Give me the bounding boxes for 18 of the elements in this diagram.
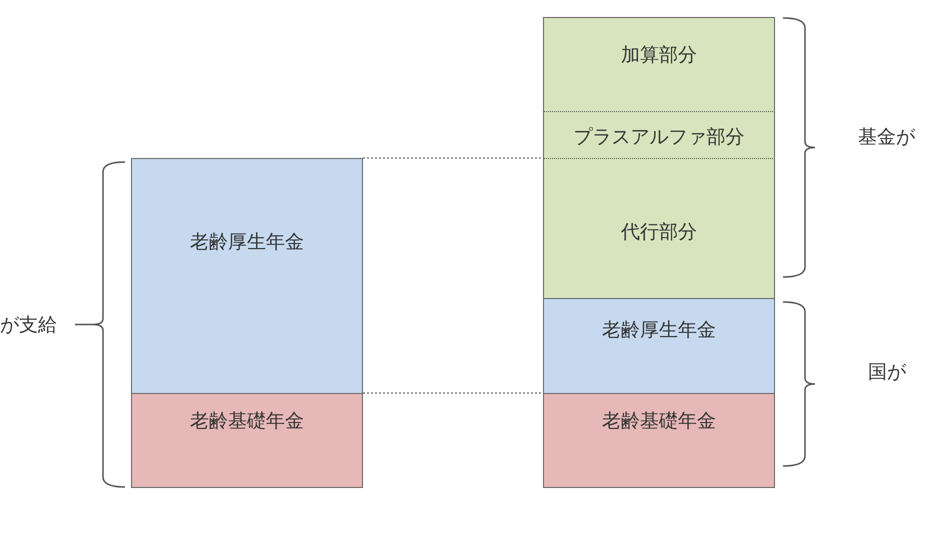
segment-label: 老齢基礎年金	[601, 409, 717, 434]
brace-label: が支給	[0, 313, 57, 338]
bar-segment	[543, 298, 775, 394]
bar-segment	[543, 393, 775, 488]
bar-segment	[543, 17, 775, 112]
bar-segment	[131, 393, 363, 488]
segment-label: 老齢基礎年金	[189, 409, 305, 434]
brace-label: 基金が	[858, 125, 915, 150]
bar-segment	[543, 158, 775, 299]
dotted-connector	[362, 392, 544, 394]
segment-label: 老齢厚生年金	[189, 230, 305, 255]
segment-label: プラスアルファ部分	[572, 125, 746, 150]
segment-label: 加算部分	[620, 43, 698, 68]
brace-label: 国が	[868, 360, 906, 385]
segment-label: 代行部分	[620, 220, 698, 245]
segment-label: 老齢厚生年金	[601, 318, 717, 343]
bar-segment	[131, 158, 363, 394]
bar-segment	[543, 111, 775, 159]
